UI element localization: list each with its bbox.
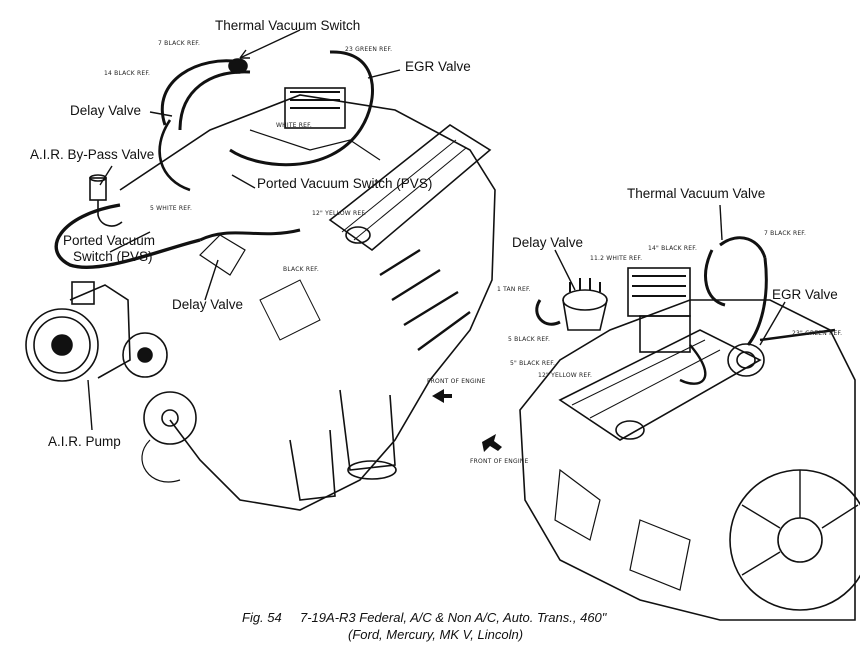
left-delay-valve-top-label: Delay Valve	[70, 103, 142, 118]
left-engine-drawing	[25, 29, 496, 511]
left-ref-5-white: 5 WHITE REF.	[150, 205, 193, 212]
right-front-of-engine: FRONT OF ENGINE	[470, 458, 529, 465]
caption-line1: 7-19A-R3 Federal, A/C & Non A/C, Auto. T…	[300, 610, 607, 625]
caption-fig-number: Fig. 54	[242, 610, 282, 625]
left-ref-14-black: 14 BLACK REF.	[104, 70, 151, 77]
left-ref-12-yellow: 12" YELLOW REF.	[312, 210, 367, 217]
left-front-of-engine: FRONT OF ENGINE	[427, 378, 486, 385]
thermal-vacuum-valve-label: Thermal Vacuum Valve	[627, 186, 766, 201]
right-ref-1-tan: 1 TAN REF.	[497, 286, 531, 293]
right-egr-valve-label: EGR Valve	[772, 287, 838, 302]
right-ref-12-yellow: 12" YELLOW REF.	[538, 372, 593, 379]
right-engine-drawing	[519, 204, 860, 621]
air-bypass-valve-label: A.I.R. By-Pass Valve	[30, 147, 155, 162]
right-ref-11-white: 11.2 WHITE REF.	[590, 255, 643, 262]
left-ref-7-black: 7 BLACK REF.	[158, 40, 201, 47]
ported-vacuum-label-line2: Switch (PVS)	[73, 249, 153, 264]
right-ref-5-black: 5 BLACK REF.	[508, 336, 551, 343]
left-ref-white: WHITE REF.	[276, 122, 312, 129]
air-pump-label: A.I.R. Pump	[48, 434, 121, 449]
ported-vacuum-switch-label: Ported Vacuum Switch (PVS)	[257, 176, 433, 191]
left-delay-valve-bottom-label: Delay Valve	[172, 297, 244, 312]
ported-vacuum-label-line1: Ported Vacuum	[63, 233, 156, 248]
caption-line2: (Ford, Mercury, MK V, Lincoln)	[348, 627, 524, 642]
right-front-arrow	[482, 434, 502, 452]
right-delay-valve-label: Delay Valve	[512, 235, 584, 250]
left-front-arrow	[432, 389, 452, 403]
left-egr-valve-label: EGR Valve	[405, 59, 471, 74]
right-ref-23-green: 23" GREEN REF.	[792, 330, 843, 337]
thermal-vacuum-switch-label: Thermal Vacuum Switch	[215, 18, 361, 33]
right-ref-14-black: 14" BLACK REF.	[648, 245, 698, 252]
left-ref-23-green: 23 GREEN REF.	[345, 46, 393, 53]
right-ref-7-black: 7 BLACK REF.	[764, 230, 807, 237]
right-ref-5-black-2: 5" BLACK REF.	[510, 360, 556, 367]
left-ref-black: BLACK REF.	[283, 266, 319, 273]
